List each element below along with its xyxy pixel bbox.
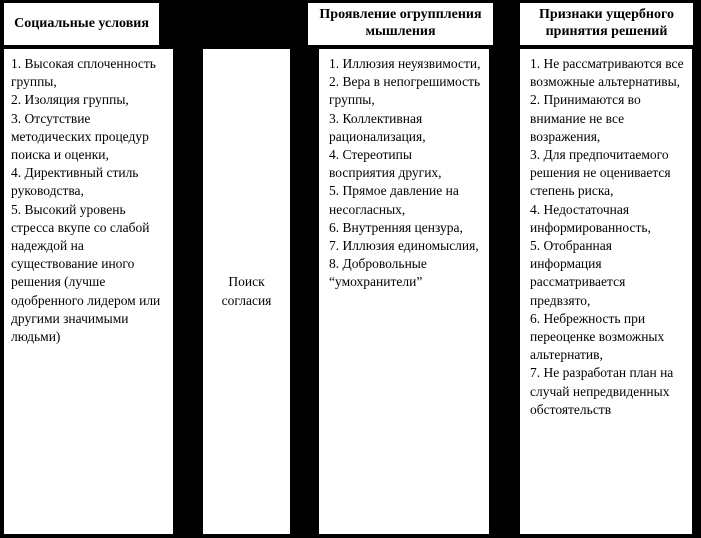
social-conditions-cell: 1. Высокая сплоченность группы, 2. Изоля… bbox=[3, 48, 174, 535]
list-item: 5. Прямое давление на несогласных, bbox=[329, 183, 459, 217]
list-item: 7. Не разработан план на случай непредви… bbox=[530, 365, 674, 417]
list-item: 6. Небрежность при переоценке возможных … bbox=[530, 310, 665, 363]
groupthink-manifestation-cell: 1. Иллюзия неуязвимости, 2. Вера в непог… bbox=[318, 48, 490, 535]
list-item: 2. Принимаются во внимание не все возраж… bbox=[530, 92, 641, 144]
header-defective-decision-signs-text: Признаки ущербного принятия решений bbox=[539, 7, 674, 39]
list-item: 4. Недостаточная информированность, bbox=[530, 201, 651, 235]
list-item: 5. Высокий уровень стресса вкупе со слаб… bbox=[11, 201, 161, 345]
list-item: 3. Для предпочитаемого решения не оценив… bbox=[530, 147, 671, 199]
header-social-conditions: Социальные условия bbox=[3, 2, 160, 46]
list-item: 4. Директивный стиль руководства, bbox=[11, 165, 139, 199]
consensus-seeking-cell: Поиск согласия bbox=[202, 48, 291, 535]
list-item: 3. Коллективная рационализация, bbox=[329, 110, 426, 144]
list-item: 2. Изоляция группы, bbox=[11, 92, 129, 108]
header-groupthink-manifestation-text: Проявление огруппления мышления bbox=[319, 7, 482, 39]
list-item: 4. Стереотипы восприятия других, bbox=[329, 147, 442, 181]
header-groupthink-manifestation: Проявление огруппления мышления bbox=[307, 2, 494, 46]
list-item: 5. Отобранная информация рассматривается… bbox=[530, 238, 626, 308]
header-defective-decision-signs: Признаки ущербного принятия решений bbox=[519, 2, 694, 46]
list-item: 1. Иллюзия неуязвимости, bbox=[329, 56, 481, 71]
list-item: 7. Иллюзия единомыслия, bbox=[329, 238, 479, 254]
list-item: 6. Внутренняя цензура, bbox=[329, 219, 463, 235]
header-social-conditions-text: Социальные условия bbox=[14, 15, 149, 31]
list-item: 3. Отсутствие методических процедур поис… bbox=[11, 110, 149, 163]
list-item: 2. Вера в непогрешимость группы, bbox=[329, 74, 481, 108]
defective-decision-signs-cell: 1. Не рассматриваются все возможные альт… bbox=[519, 48, 693, 535]
list-item: 1. Не рассматриваются все возможные альт… bbox=[530, 56, 684, 90]
list-item: 8. Добровольные “умохранители” bbox=[329, 256, 427, 290]
consensus-seeking-text: Поиск согласия bbox=[221, 274, 272, 308]
list-item: 1. Высокая сплоченность группы, bbox=[11, 56, 156, 90]
